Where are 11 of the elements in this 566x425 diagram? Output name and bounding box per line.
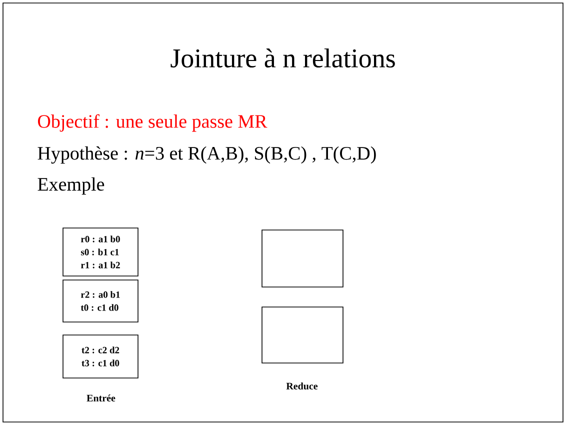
- column-caption: Reduce: [286, 382, 318, 390]
- record-box: r0 : a1 b0 s0 : b1 c1 r1 : a1 b2: [62, 228, 138, 276]
- record-box: t2 : c2 d2 t3 : c1 d0: [62, 334, 138, 378]
- example-text: Exemple: [38, 177, 104, 195]
- empty-box: [262, 306, 344, 364]
- column-caption: Entrée: [86, 394, 116, 402]
- slide-title: Jointure à n relations: [170, 48, 395, 68]
- record-box: r2 : a0 b1 t0 : c1 d0: [62, 280, 138, 322]
- objective-text: Objectif : une seule passe MR: [38, 114, 268, 132]
- hypothesis-text: Hypothèse : n=3 et R(A,B), S(B,C) , T(C,D): [38, 146, 376, 164]
- empty-box: [262, 230, 344, 288]
